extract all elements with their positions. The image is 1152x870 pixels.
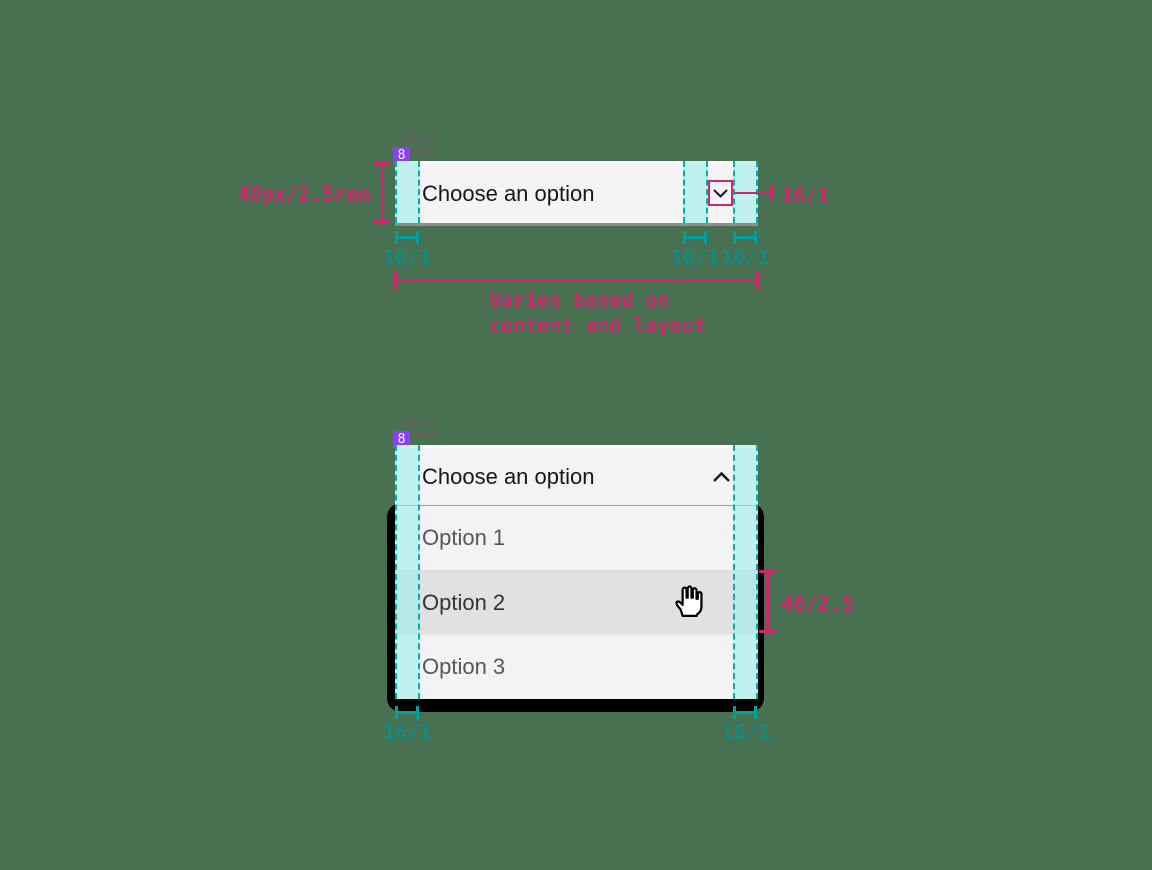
padding-bracket-right-tick1 — [733, 231, 736, 244]
padding-annotation-mid: 16/1 — [671, 245, 720, 269]
padding-overlay-open-right — [733, 445, 758, 699]
height-annotation: 40px/2.5rem — [237, 182, 370, 206]
row-measure-line — [766, 571, 769, 633]
width-annotation-line1: Varies based on — [489, 288, 670, 312]
spacing-badge: 8 — [393, 147, 410, 164]
row-measure-tick-bottom — [759, 630, 776, 633]
dropdown-placeholder-open: Choose an option — [422, 463, 595, 489]
width-measure-tick-left — [394, 271, 397, 290]
padding-bracket-mid-tick1 — [683, 231, 686, 244]
height-measure-tick-bottom — [373, 220, 390, 223]
chevron-down-icon[interactable] — [712, 188, 729, 199]
icon-measure-tick — [770, 186, 773, 200]
padding-annotation-left: 16/1 — [383, 245, 432, 269]
field-label: Label — [391, 127, 438, 151]
width-annotation: Varies based on content and layout — [489, 288, 706, 338]
row-height-annotation: 40/2.5 — [781, 592, 854, 616]
width-annotation-line2: content and layout — [489, 313, 706, 337]
chevron-up-icon[interactable] — [712, 471, 758, 483]
height-measure-line — [381, 163, 384, 222]
open-padding-bracket-left-tick2 — [416, 706, 419, 719]
padding-bracket-mid — [683, 236, 707, 239]
height-measure-tick-top — [373, 162, 390, 165]
padding-bracket-mid-tick2 — [704, 231, 707, 244]
icon-size-annotation: 16/1 — [781, 183, 830, 207]
padding-overlay-open-left — [395, 445, 420, 699]
menu-option-3[interactable]: Option 3 — [395, 634, 758, 699]
width-measure-tick-right — [756, 271, 759, 290]
open-padding-bracket-left-tick1 — [395, 706, 398, 719]
padding-annotation-right: 16/1 — [721, 245, 770, 269]
icon-measure-line — [735, 192, 773, 194]
width-measure-line — [394, 279, 759, 282]
open-padding-bracket-right-tick1 — [733, 706, 736, 719]
hand-cursor-icon — [669, 580, 707, 625]
spacing-badge-open: 8 — [393, 431, 410, 448]
open-padding-bracket-left — [395, 711, 419, 714]
menu-option-1[interactable]: Option 1 — [422, 525, 506, 550]
padding-overlay-right-inner — [683, 161, 708, 223]
field-label-open: Label — [391, 411, 438, 435]
padding-bracket-right-tick2 — [754, 231, 757, 244]
padding-bracket-right — [733, 236, 757, 239]
dropdown-placeholder: Choose an option — [422, 180, 595, 206]
row-measure-tick-top — [759, 570, 776, 573]
open-padding-bracket-right-tick2 — [754, 706, 757, 719]
chevron-annotation-box — [708, 180, 733, 206]
padding-overlay-left — [395, 161, 420, 223]
menu-option-2-hovered[interactable]: Option 2 — [395, 570, 758, 634]
dropdown-field-open[interactable]: Choose an option — [395, 445, 758, 506]
padding-bracket-left — [395, 236, 419, 239]
open-padding-annotation-left: 16/1 — [383, 720, 432, 744]
open-padding-annotation-right: 16/1 — [722, 720, 771, 744]
padding-bracket-left-tick2 — [416, 231, 419, 244]
padding-bracket-left-tick1 — [395, 231, 398, 244]
open-padding-bracket-right — [733, 711, 757, 714]
